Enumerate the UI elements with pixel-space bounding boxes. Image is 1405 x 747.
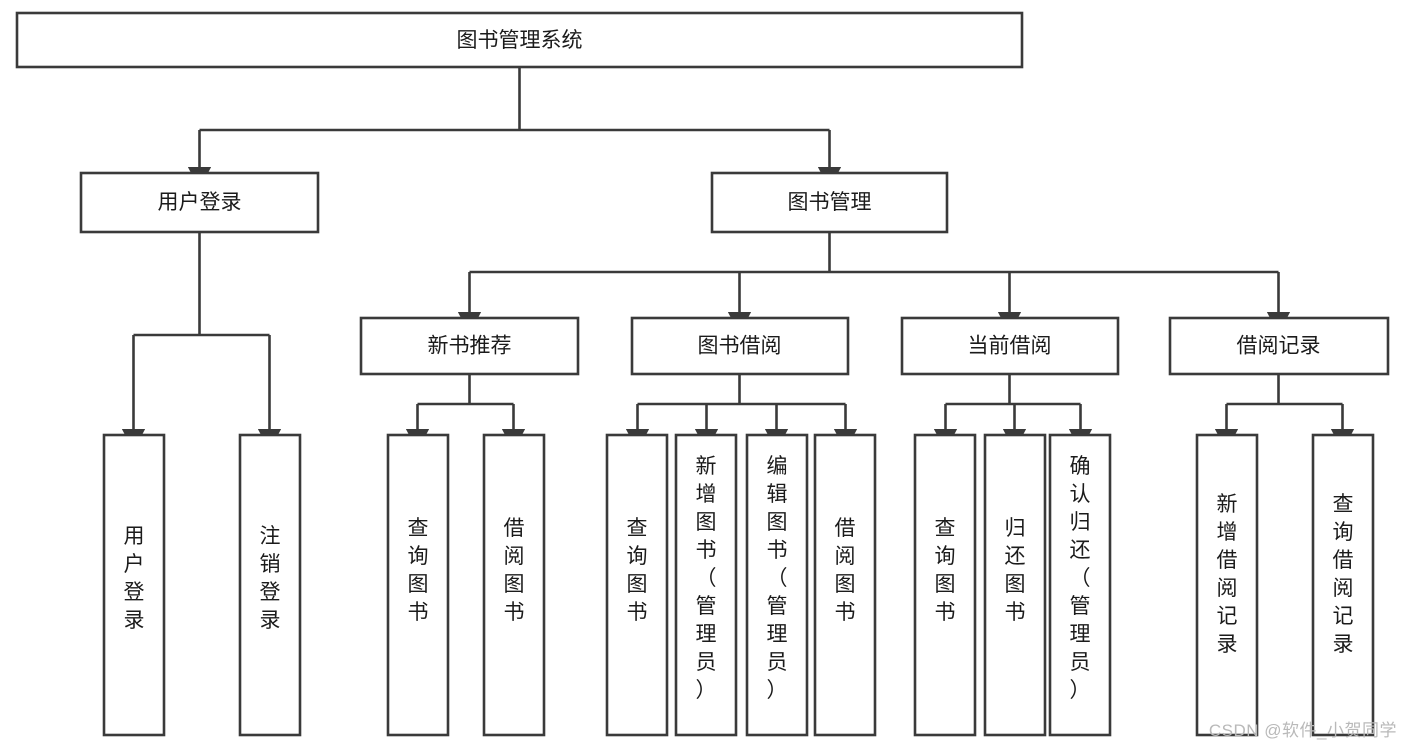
node-book-borrow-box[interactable]: [630, 316, 850, 376]
node-book-borrow[interactable]: 图书借阅: [630, 316, 850, 376]
node-leaf-edit-book-box[interactable]: [745, 433, 809, 737]
node-leaf-return-book[interactable]: 归还图书: [983, 433, 1047, 737]
node-leaf-confirm-return-label: 确认归还（管理员）: [1070, 455, 1091, 702]
connector-group-current-borrow: [933, 374, 1093, 451]
node-root-system-label: 图书管理系统: [457, 29, 583, 52]
node-new-book-recommend-box[interactable]: [359, 316, 580, 376]
node-leaf-query-book-2-label: 查询图书: [627, 517, 648, 624]
node-root-system-box[interactable]: [15, 11, 1024, 69]
node-leaf-query-book-3-box[interactable]: [913, 433, 977, 737]
node-new-book-recommend-label: 新书推荐: [428, 335, 512, 358]
node-leaf-query-book-3[interactable]: 查询图书: [913, 433, 977, 737]
node-leaf-user-login-label: 用户登录: [124, 525, 145, 632]
node-leaf-query-book-1[interactable]: 查询图书: [386, 433, 450, 737]
node-current-borrow-label: 当前借阅: [968, 335, 1052, 358]
node-leaf-query-book-2-box[interactable]: [605, 433, 669, 737]
node-root-system[interactable]: 图书管理系统: [15, 11, 1024, 69]
node-leaf-return-book-box[interactable]: [983, 433, 1047, 737]
node-leaf-add-book[interactable]: 新增图书（管理员）: [674, 433, 738, 737]
node-book-manage-box[interactable]: [710, 171, 949, 234]
node-leaf-user-login-box[interactable]: [102, 433, 166, 737]
node-book-manage[interactable]: 图书管理: [710, 171, 949, 234]
node-current-borrow[interactable]: 当前借阅: [900, 316, 1120, 376]
node-borrow-record-box[interactable]: [1168, 316, 1390, 376]
node-leaf-query-book-2[interactable]: 查询图书: [605, 433, 669, 737]
node-leaf-add-record-box[interactable]: [1195, 433, 1259, 737]
node-leaf-add-record-label: 新增借阅记录: [1217, 493, 1238, 656]
node-leaf-user-logout-label: 注销登录: [260, 525, 281, 632]
connector-group-borrow-record: [1214, 374, 1355, 451]
connector-group-book-manage: [457, 232, 1291, 334]
node-leaf-user-logout[interactable]: 注销登录: [238, 433, 302, 737]
node-leaf-confirm-return[interactable]: 确认归还（管理员）: [1048, 433, 1112, 737]
node-book-borrow-label: 图书借阅: [698, 335, 782, 358]
node-leaf-query-record[interactable]: 查询借阅记录: [1311, 433, 1375, 737]
node-leaf-add-record[interactable]: 新增借阅记录: [1195, 433, 1259, 737]
node-leaf-query-record-box[interactable]: [1311, 433, 1375, 737]
node-user-login-box[interactable]: [79, 171, 320, 234]
node-new-book-recommend[interactable]: 新书推荐: [359, 316, 580, 376]
node-borrow-record[interactable]: 借阅记录: [1168, 316, 1390, 376]
node-book-manage-label: 图书管理: [788, 191, 872, 214]
node-leaf-edit-book-label: 编辑图书（管理员）: [767, 455, 788, 702]
node-leaf-confirm-return-box[interactable]: [1048, 433, 1112, 737]
node-leaf-user-logout-box[interactable]: [238, 433, 302, 737]
node-leaf-query-book-1-label: 查询图书: [408, 517, 429, 624]
node-leaf-add-book-box[interactable]: [674, 433, 738, 737]
csdn-watermark: CSDN @软件_小贺同学: [1208, 721, 1397, 740]
node-leaf-borrow-book-2[interactable]: 借阅图书: [813, 433, 877, 737]
node-user-login-label: 用户登录: [158, 191, 242, 214]
node-leaf-borrow-book-1-box[interactable]: [482, 433, 546, 737]
connector-group-user-login: [121, 232, 282, 451]
node-leaf-borrow-book-2-label: 借阅图书: [835, 517, 856, 624]
connector-group-book-borrow: [625, 374, 858, 451]
node-borrow-record-label: 借阅记录: [1237, 335, 1321, 358]
node-leaf-add-book-label: 新增图书（管理员）: [696, 455, 717, 702]
node-leaf-query-record-label: 查询借阅记录: [1333, 493, 1354, 656]
node-user-login[interactable]: 用户登录: [79, 171, 320, 234]
node-leaf-edit-book[interactable]: 编辑图书（管理员）: [745, 433, 809, 737]
node-leaf-borrow-book-1[interactable]: 借阅图书: [482, 433, 546, 737]
connector-group-new-book-recommend: [405, 374, 526, 451]
node-leaf-user-login[interactable]: 用户登录: [102, 433, 166, 737]
connector-group-root: [187, 67, 842, 189]
node-leaf-query-book-3-label: 查询图书: [935, 517, 956, 624]
node-leaf-borrow-book-2-box[interactable]: [813, 433, 877, 737]
node-leaf-query-book-1-box[interactable]: [386, 433, 450, 737]
node-leaf-return-book-label: 归还图书: [1005, 517, 1026, 624]
node-leaf-borrow-book-1-label: 借阅图书: [504, 517, 525, 624]
node-current-borrow-box[interactable]: [900, 316, 1120, 376]
